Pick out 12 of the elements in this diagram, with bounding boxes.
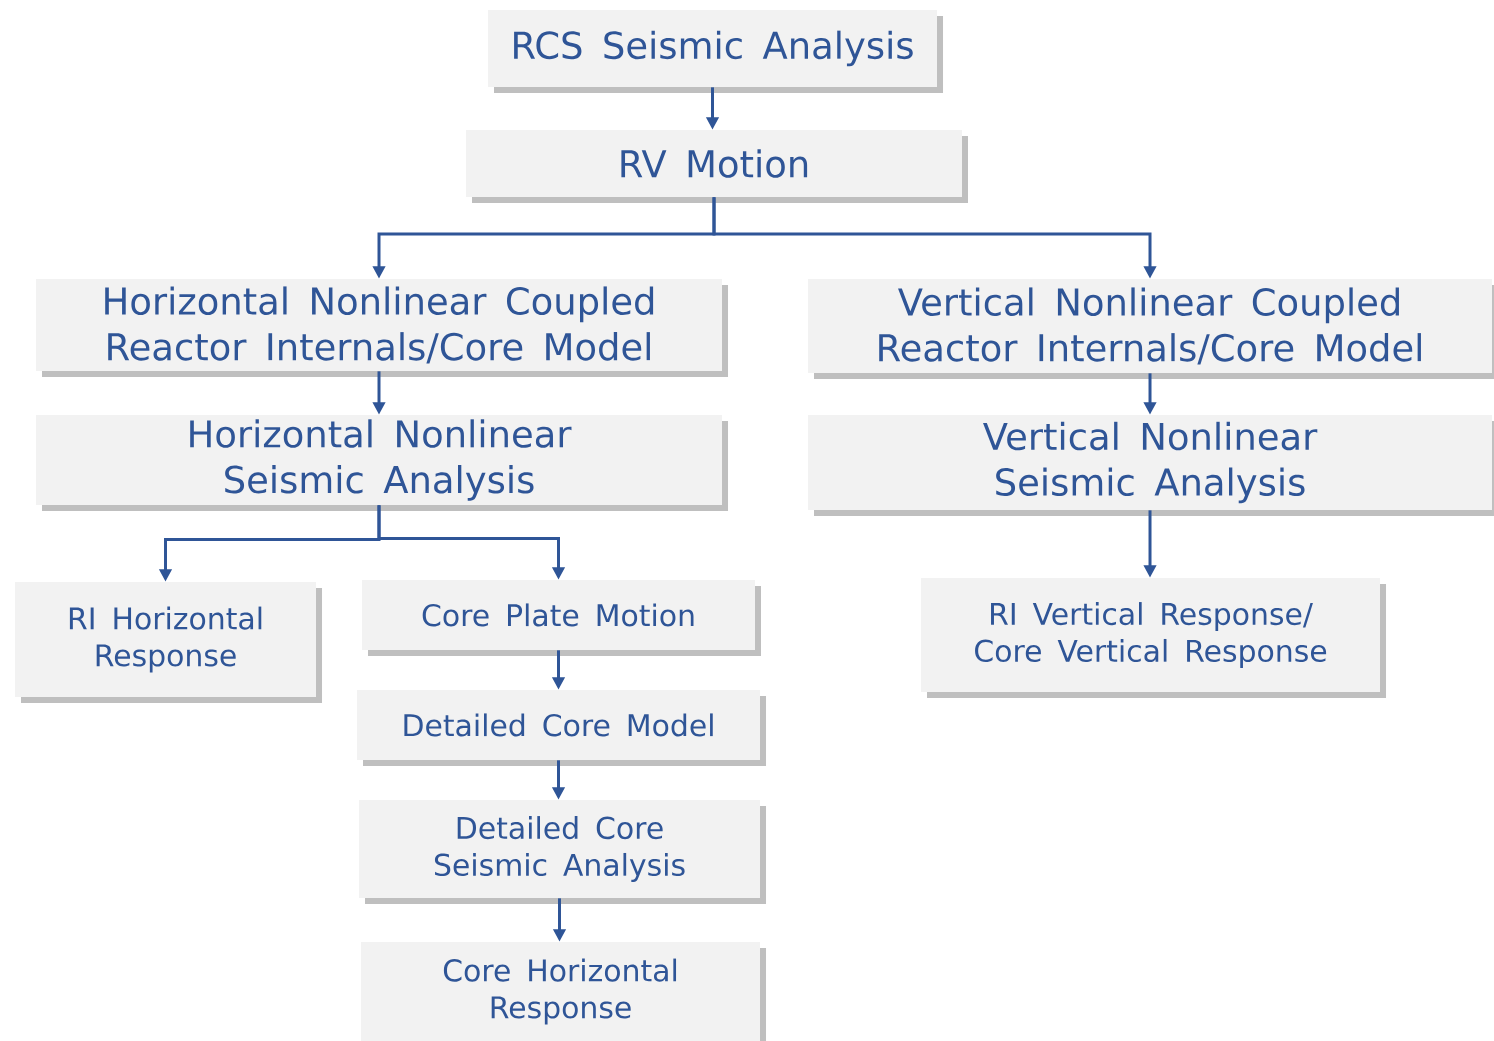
process-box: RCS Seismic Analysis bbox=[488, 10, 943, 93]
process-box: RI Vertical Response/ Core Vertical Response bbox=[921, 578, 1386, 698]
process-box: Detailed Core Model bbox=[357, 690, 766, 766]
process-box: Horizontal Nonlinear Seismic Analysis bbox=[36, 415, 728, 511]
process-box: RI Horizontal Response bbox=[15, 582, 322, 703]
process-box: Horizontal Nonlinear Coupled Reactor Internals/Core Model bbox=[36, 279, 728, 377]
process-box: Vertical Nonlinear Coupled Reactor Internals/Core Model bbox=[808, 279, 1494, 379]
process-box: Core Plate Motion bbox=[362, 580, 761, 656]
process-box: Detailed Core Seismic Analysis bbox=[359, 800, 766, 904]
process-box: Vertical Nonlinear Seismic Analysis bbox=[808, 415, 1494, 516]
process-box: Core Horizontal Response bbox=[361, 942, 766, 1041]
process-box: RV Motion bbox=[466, 130, 968, 203]
